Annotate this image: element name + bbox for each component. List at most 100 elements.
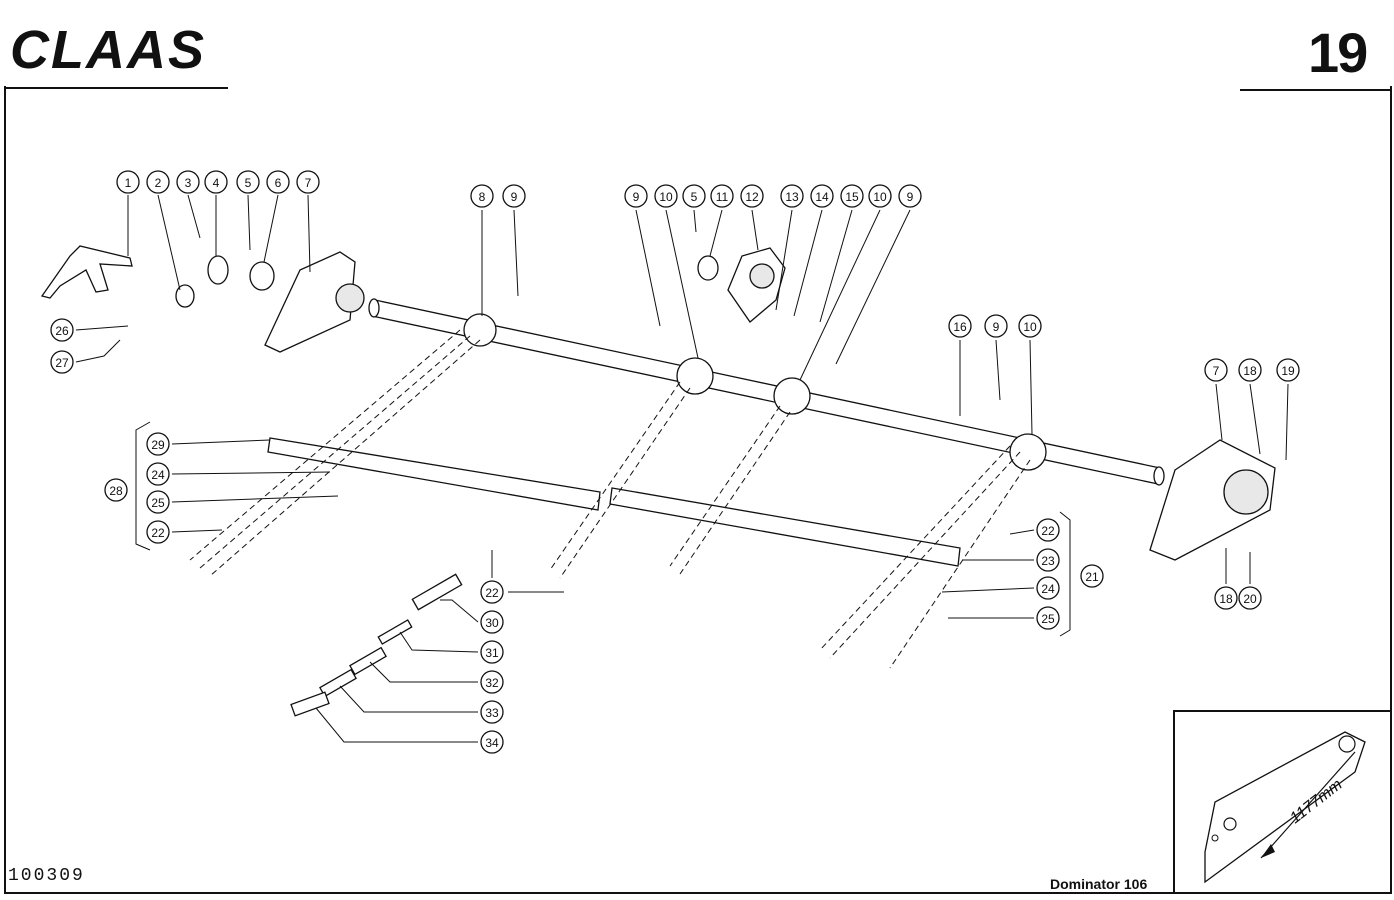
chain-lines <box>189 329 1031 669</box>
callout-25: 25 <box>146 490 170 514</box>
model-name: Dominator 106 <box>1050 876 1148 892</box>
callout-label: 30 <box>485 616 499 630</box>
callout-label: 3 <box>185 176 192 190</box>
callout-label: 9 <box>633 190 640 204</box>
callout-10: 10 <box>654 184 678 208</box>
callout-18: 18 <box>1214 586 1238 610</box>
callout-2: 2 <box>146 170 170 194</box>
callout-label: 7 <box>1213 364 1220 378</box>
callout-label: 24 <box>1041 582 1055 596</box>
callout-label: 18 <box>1243 364 1257 378</box>
callout-label: 10 <box>659 190 673 204</box>
inset-plate <box>1204 731 1366 884</box>
callout-label: 9 <box>511 190 518 204</box>
callout-label: 10 <box>873 190 887 204</box>
callout-31: 31 <box>480 640 504 664</box>
callout-label: 14 <box>815 190 829 204</box>
callout-label: 25 <box>1041 612 1055 626</box>
callout-label: 21 <box>1085 570 1099 584</box>
callout-label: 26 <box>55 324 69 338</box>
callout-25: 25 <box>1036 606 1060 630</box>
callout-label: 27 <box>55 356 69 370</box>
callout-29: 29 <box>146 432 170 456</box>
callout-label: 8 <box>479 190 486 204</box>
callout-9: 9 <box>898 184 922 208</box>
callout-12: 12 <box>740 184 764 208</box>
callout-label: 1 <box>125 176 132 190</box>
callout-30: 30 <box>480 610 504 634</box>
callout-10: 10 <box>1018 314 1042 338</box>
callout-label: 22 <box>151 526 165 540</box>
callout-9: 9 <box>624 184 648 208</box>
callout-label: 7 <box>305 176 312 190</box>
callout-15: 15 <box>840 184 864 208</box>
callout-label: 6 <box>275 176 282 190</box>
sprocket-4 <box>1009 433 1047 471</box>
callout-24: 24 <box>146 462 170 486</box>
callout-label: 28 <box>109 484 123 498</box>
callout-label: 31 <box>485 646 499 660</box>
callout-34: 34 <box>480 730 504 754</box>
callout-26: 26 <box>50 318 74 342</box>
callout-label: 10 <box>1023 320 1037 334</box>
callout-1: 1 <box>116 170 140 194</box>
bearing-housing-right <box>1149 439 1276 561</box>
callout-label: 16 <box>953 320 967 334</box>
callout-label: 33 <box>485 706 499 720</box>
callout-7: 7 <box>1204 358 1228 382</box>
bearing-6 <box>249 261 275 291</box>
inset-detail: 1177mm <box>1173 710 1392 894</box>
drawing-code: 100309 <box>8 866 85 886</box>
sleeve-11 <box>697 255 719 281</box>
sprocket-2 <box>676 357 714 395</box>
callout-label: 23 <box>1041 554 1055 568</box>
callout-22: 22 <box>480 580 504 604</box>
callout-label: 11 <box>716 190 729 204</box>
callout-33: 33 <box>480 700 504 724</box>
scraper-parts <box>290 573 463 717</box>
dimension-line <box>1260 751 1356 859</box>
slat-right <box>609 487 961 567</box>
dimension-arrow <box>1261 844 1275 858</box>
callout-4: 4 <box>204 170 228 194</box>
callout-label: 5 <box>245 176 252 190</box>
callout-3: 3 <box>176 170 200 194</box>
bearing-2 <box>175 284 195 308</box>
callout-22: 22 <box>146 520 170 544</box>
sprocket-3 <box>773 377 811 415</box>
inset-hole-right <box>1338 735 1356 753</box>
main-shaft <box>368 298 1165 486</box>
callout-9: 9 <box>502 184 526 208</box>
callout-20: 20 <box>1238 586 1262 610</box>
callout-5: 5 <box>682 184 706 208</box>
callout-label: 15 <box>845 190 859 204</box>
drawing-frame <box>4 86 1392 894</box>
callout-32: 32 <box>480 670 504 694</box>
page-number: 19 <box>1308 21 1368 84</box>
callout-23: 23 <box>1036 548 1060 572</box>
bearing-unit-12 <box>727 247 786 323</box>
callout-19: 19 <box>1276 358 1300 382</box>
inset-hole-left <box>1223 817 1237 831</box>
brand-text: CLAAS <box>10 20 206 80</box>
callout-label: 9 <box>993 320 1000 334</box>
bearing-housing-left <box>264 251 365 353</box>
callout-24: 24 <box>1036 576 1060 600</box>
callout-label: 4 <box>213 176 220 190</box>
gear-4 <box>207 255 229 285</box>
claas-logo: CLAAS <box>10 20 230 85</box>
callout-label: 5 <box>691 190 698 204</box>
callout-28: 28 <box>104 478 128 502</box>
callout-label: 9 <box>907 190 914 204</box>
callout-22: 22 <box>1036 518 1060 542</box>
callout-10: 10 <box>868 184 892 208</box>
callout-label: 29 <box>151 438 165 452</box>
callout-label: 34 <box>485 736 499 750</box>
callout-label: 22 <box>485 586 499 600</box>
callout-11: 11 <box>710 184 734 208</box>
callout-label: 25 <box>151 496 165 510</box>
callout-6: 6 <box>266 170 290 194</box>
callout-16: 16 <box>948 314 972 338</box>
